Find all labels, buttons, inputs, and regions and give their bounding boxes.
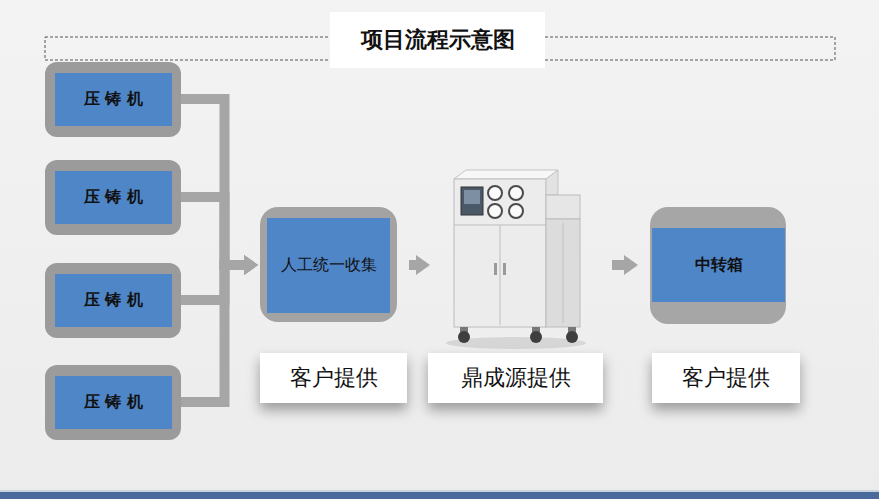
gauge (509, 204, 523, 218)
flow-arrow (181, 99, 244, 265)
door-handle (503, 263, 506, 275)
machine-illustration (432, 165, 600, 351)
node-label: 压 铸 机 (84, 392, 143, 413)
flow-arrow (181, 265, 244, 300)
node-frame: 压 铸 机 (45, 263, 181, 338)
machine-screen (461, 187, 483, 215)
node-fill: 压 铸 机 (55, 171, 172, 224)
machine-top (454, 170, 558, 179)
process-node: 压 铸 机 (45, 62, 181, 137)
caster-wheel (566, 331, 578, 343)
node-label: 中转箱 (695, 255, 743, 276)
provider-box: 客户提供 (260, 353, 407, 403)
gauge (509, 186, 523, 200)
node-frame: 中转箱 (650, 207, 786, 324)
footer-bar (0, 492, 879, 499)
node-frame: 压 铸 机 (45, 365, 181, 440)
process-node: 压 铸 机 (45, 365, 181, 440)
machine-screen-glass (464, 190, 480, 204)
node-fill: 中转箱 (652, 228, 785, 302)
provider-box: 客户提供 (652, 353, 800, 403)
gauge (488, 204, 502, 218)
node-label: 压 铸 机 (84, 89, 143, 110)
flow-arrow (181, 265, 244, 402)
node-label: 人工统一收集 (281, 255, 377, 276)
door-handle (494, 263, 497, 275)
node-frame: 压 铸 机 (45, 160, 181, 235)
process-node: 人工统一收集客户提供 (260, 207, 407, 403)
node-fill: 人工统一收集 (267, 218, 390, 313)
node-fill: 压 铸 机 (55, 376, 172, 429)
provider-box: 鼎成源提供 (428, 353, 603, 403)
machine-side-box (546, 195, 580, 219)
process-node: 鼎成源提供 (432, 165, 600, 403)
node-frame: 人工统一收集 (260, 207, 397, 322)
gauge (488, 186, 502, 200)
footer-line (0, 490, 879, 492)
machine-side-panel (546, 219, 580, 327)
machine-side-seam (563, 223, 564, 323)
node-label: 压 铸 机 (84, 187, 143, 208)
node-fill: 压 铸 机 (55, 274, 172, 327)
machine-front (454, 179, 546, 327)
caster-wheel (530, 331, 542, 343)
node-frame: 压 铸 机 (45, 62, 181, 137)
provider-label: 客户提供 (290, 363, 378, 393)
process-node: 中转箱客户提供 (650, 207, 800, 403)
machine-side-top (546, 170, 558, 195)
flow-arrow (181, 197, 244, 265)
diagram-title: 项目流程示意图 (361, 25, 515, 55)
process-node: 压 铸 机 (45, 160, 181, 235)
flow-arrow (409, 260, 416, 270)
provider-label: 鼎成源提供 (461, 363, 571, 393)
caster-wheel (458, 331, 470, 343)
node-fill: 压 铸 机 (55, 73, 172, 126)
process-node: 压 铸 机 (45, 263, 181, 338)
provider-label: 客户提供 (682, 363, 770, 393)
flow-arrow (612, 260, 624, 270)
title-box: 项目流程示意图 (330, 12, 545, 68)
door-seam (500, 225, 501, 325)
node-label: 压 铸 机 (84, 290, 143, 311)
